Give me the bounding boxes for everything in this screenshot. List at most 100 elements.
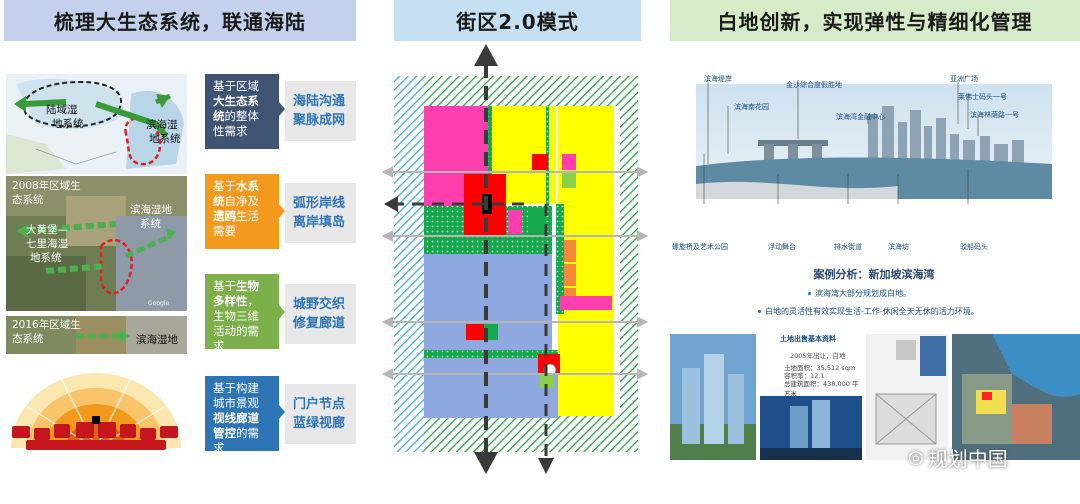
bullet-dot-2: [758, 310, 761, 313]
photo-aerial-map: [952, 334, 1080, 460]
map1-land-label-2: 地系统: [52, 118, 84, 130]
corridor-fan-diagram: [6, 366, 187, 456]
card3-bold2: 多样性: [213, 294, 248, 308]
map2-coast-label-1: 滨海湿地: [130, 204, 172, 216]
block-plan-drawing: [381, 44, 649, 474]
map2-coast-label-2: 系统: [140, 218, 161, 230]
site-plan-drawing: [866, 334, 948, 460]
wechat-icon: ◎: [908, 446, 924, 468]
card3-line3: 生物三维: [213, 309, 259, 323]
map2-wetland-label-1: 大黄堡—: [26, 224, 68, 236]
watermark-text: 规划中国: [927, 446, 1008, 471]
card4-line1: 基于构建: [213, 381, 259, 395]
card2-bold2: 统: [213, 194, 225, 208]
left-section-header: 梳理大生态系统，联通海陆: [4, 0, 356, 41]
card2-bold3: 遗鸥: [213, 209, 236, 223]
map2-title-line-1: 2008年区域生: [12, 180, 81, 192]
land-info-panel: 土地出售基本资料 2005年出让，白地 土地面积：35,512 sqm 容积率：…: [760, 334, 862, 398]
tag4-line2: 蓝绿视廊: [293, 416, 346, 431]
card4-bold1: 视线廊道: [213, 411, 259, 425]
middle-section-header: 街区2.0模式: [394, 0, 641, 41]
map-ecosystem-overview: 陆域湿 地系统 滨海湿 地系统: [6, 74, 187, 174]
tag-sea-land-link: 海陆沟通聚脉成网: [285, 81, 356, 141]
case-bullet-1-text: 滨海湾大部分规划成白地。: [815, 289, 911, 298]
photo-label-helix-bridge: 螺旋桥及艺术公园: [672, 243, 728, 251]
map1-land-label-1: 陆域湿: [46, 104, 78, 116]
map3-title-line-1: 2016年区域生: [12, 319, 81, 331]
photo-label-financial-centre: 滨海湾金融中心: [836, 113, 885, 121]
tag2-line2: 离岸填岛: [293, 215, 346, 230]
card3-line4: 活动的需: [213, 324, 259, 338]
photo-label-one-marina-boulevard: 滨海林荫路一号: [970, 111, 1019, 119]
photo-tower-towers: [670, 334, 756, 460]
map2-wetland-label-3: 地系统: [30, 252, 62, 264]
map3-title-line-2: 态系统: [12, 333, 44, 345]
photo-site-plan: [866, 334, 948, 460]
photo-label-marina-bay-sands: 金沙综合度假胜地: [786, 81, 842, 89]
land-info-line-1: 2005年出让，白地: [790, 352, 846, 360]
map1-coast-label-2: 地系统: [149, 133, 181, 145]
card2-line3: 生活: [236, 209, 259, 223]
card3-bold1: 生物: [236, 279, 259, 293]
card1-line3: 性需求: [213, 124, 248, 138]
tag-urban-wild-weave: 城野交织修复廊道: [285, 284, 356, 344]
bullet-dot-1: [808, 292, 811, 295]
photo-label-drainage-street: 排水街道: [834, 243, 862, 251]
right-section-header: 白地创新，实现弹性与精细化管理: [670, 0, 1080, 41]
photo-label-asia-square: 亚洲广场: [950, 75, 978, 83]
case-bullet-2: 白地的灵活性有效实现生活-工作-休闲全天无休的活力环境。: [758, 306, 979, 317]
land-info-title: 土地出售基本资料: [780, 335, 836, 343]
left-header-text: 梳理大生态系统，联通海陆: [54, 10, 306, 34]
card4-line4: 求: [213, 441, 225, 455]
map-2008-drawing: [6, 176, 187, 311]
tag3-line2: 修复廊道: [293, 316, 346, 331]
photo-label-float-stage: 浮动舞台: [768, 243, 796, 251]
photo-label-boat-quay: 驳船码头: [960, 243, 988, 251]
photo-label-marina-embankment: 滨海堤岸: [704, 75, 732, 83]
map-ecosystem-overview-drawing: [6, 74, 187, 174]
card-biodiversity: 基于生物 多样性， 生物三维 活动的需 求: [205, 274, 279, 353]
map-2008-ecosystem: 2008年区域生 态系统 大黄堡— 七里海湿 地系统 滨海湿地 系统 Googl…: [6, 176, 187, 311]
card4-line3: 的需: [236, 426, 259, 440]
card-water-system: 基于水系 统自净及 遗鸥生活 需要: [205, 174, 279, 249]
card4-pointer: [279, 405, 285, 419]
aerial-map-drawing: [952, 334, 1080, 460]
tag-arc-shoreline: 弧形岸线离岸填岛: [285, 183, 356, 243]
middle-header-text: 街区2.0模式: [456, 10, 579, 34]
right-header-text: 白地创新，实现弹性与精细化管理: [717, 10, 1033, 34]
card1-line1: 基于区域: [213, 79, 259, 93]
card2-line2: 自净及: [224, 194, 260, 208]
land-info-line-2: 土地面积：35,512 sqm: [784, 364, 856, 372]
card3-comma: ，: [247, 294, 260, 308]
tag1-line2: 聚脉成网: [293, 113, 346, 128]
card1-bold1: 大生态系: [213, 94, 259, 108]
map2-title-line-2: 态系统: [12, 194, 44, 206]
card3-pointer: [279, 305, 285, 319]
photo-night-towers: [760, 396, 862, 460]
photo-night-drawing: [760, 396, 862, 460]
photo-label-gardens-south: 滨海南花园: [734, 103, 769, 111]
block-plan-diagram: [380, 44, 650, 500]
card1-line2: 的整体: [224, 109, 260, 123]
case-title: 案例分析：新加坡滨海湾: [813, 268, 935, 281]
card2-pointer: [279, 204, 285, 218]
case-bullet-1: 滨海湾大部分规划成白地。: [808, 288, 911, 299]
land-info-line-4: 总建筑面积：438,000 平方米: [784, 380, 859, 398]
tag4-line1: 门户节点: [293, 397, 346, 412]
map2-credit: Google earth: [148, 300, 170, 307]
card-view-corridor: 基于构建 城市景观 视线廊道 管控的需 求: [205, 376, 279, 455]
case-bullet-2-text: 白地的灵活性有效实现生活-工作-休闲全天无休的活力环境。: [765, 307, 979, 316]
photo-label-one-raffles-quay: 莱佛士码头一号: [958, 93, 1007, 101]
card-regional-ecosystem: 基于区域 大生态系 统的整体 性需求: [205, 74, 279, 149]
card4-bold2: 管控: [213, 426, 236, 440]
map1-coast-label-1: 滨海湿: [146, 119, 178, 131]
tag3-line1: 城野交织: [293, 297, 346, 312]
card2-line4: 需要: [213, 224, 236, 238]
map2-wetland-label-2: 七里海湿: [26, 238, 68, 250]
card2-bold1: 水系: [236, 179, 259, 193]
card4-line2: 城市景观: [213, 396, 259, 410]
card1-bold2: 统: [213, 109, 225, 123]
map3-coast-label: 滨海湿地: [136, 334, 178, 346]
card3-line1: 基于: [213, 279, 236, 293]
watermark: ◎ 规划中国: [908, 442, 1008, 472]
